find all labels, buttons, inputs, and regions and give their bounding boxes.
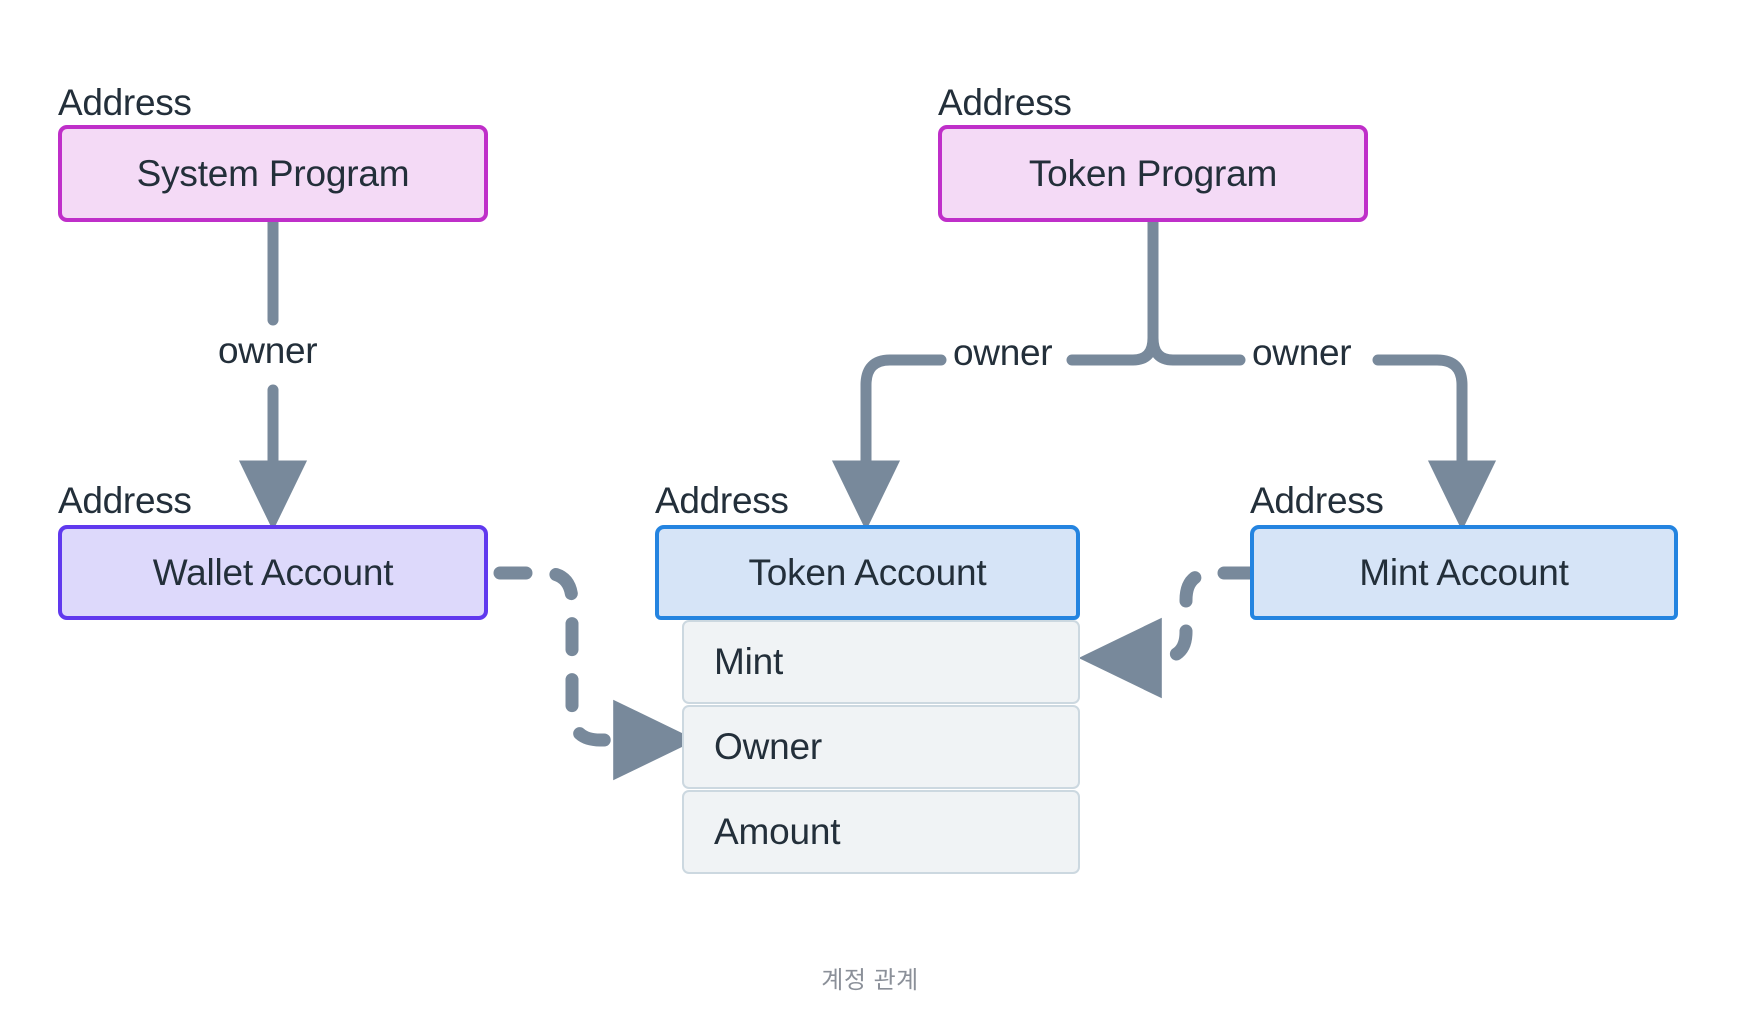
node-wallet-account[interactable]: Wallet Account	[58, 525, 488, 620]
edge-label-token-to-token-account: owner	[947, 334, 1059, 371]
node-label-wallet-account: Wallet Account	[152, 551, 394, 593]
edge-label-token-to-mint-account: owner	[1246, 334, 1358, 371]
edge-wallet-to-owner-field	[493, 566, 697, 781]
node-token-account[interactable]: Token Account	[655, 525, 1080, 620]
field-label-mint: Mint	[714, 641, 784, 682]
address-label-wallet-account: Address	[58, 480, 192, 521]
token-account-field-mint[interactable]: Mint	[682, 620, 1080, 704]
address-label-system-program: Address	[58, 82, 192, 123]
node-label-system-program: System Program	[136, 152, 410, 194]
token-account-field-owner[interactable]: Owner	[682, 705, 1080, 789]
field-label-amount: Amount	[714, 811, 841, 852]
node-mint-account[interactable]: Mint Account	[1250, 525, 1678, 620]
address-label-mint-account: Address	[1250, 480, 1384, 521]
node-token-program[interactable]: Token Program	[938, 125, 1368, 222]
edge-mint-account-to-mint-field	[1078, 566, 1257, 699]
edge-token-to-token-account	[831, 354, 947, 531]
edge-label-system-to-wallet: owner	[212, 332, 324, 369]
field-label-owner: Owner	[714, 726, 822, 767]
address-label-token-account: Address	[655, 480, 789, 521]
node-label-token-program: Token Program	[1028, 152, 1278, 194]
diagram-caption: 계정 관계	[821, 967, 919, 994]
node-label-mint-account: Mint Account	[1359, 551, 1569, 593]
edge-token-to-mint-account	[1372, 354, 1497, 531]
address-label-token-program: Address	[938, 82, 1072, 123]
token-account-field-amount[interactable]: Amount	[682, 790, 1080, 874]
node-label-token-account: Token Account	[748, 551, 987, 593]
edge-token-program-fork	[1066, 216, 1246, 366]
node-system-program[interactable]: System Program	[58, 125, 488, 222]
